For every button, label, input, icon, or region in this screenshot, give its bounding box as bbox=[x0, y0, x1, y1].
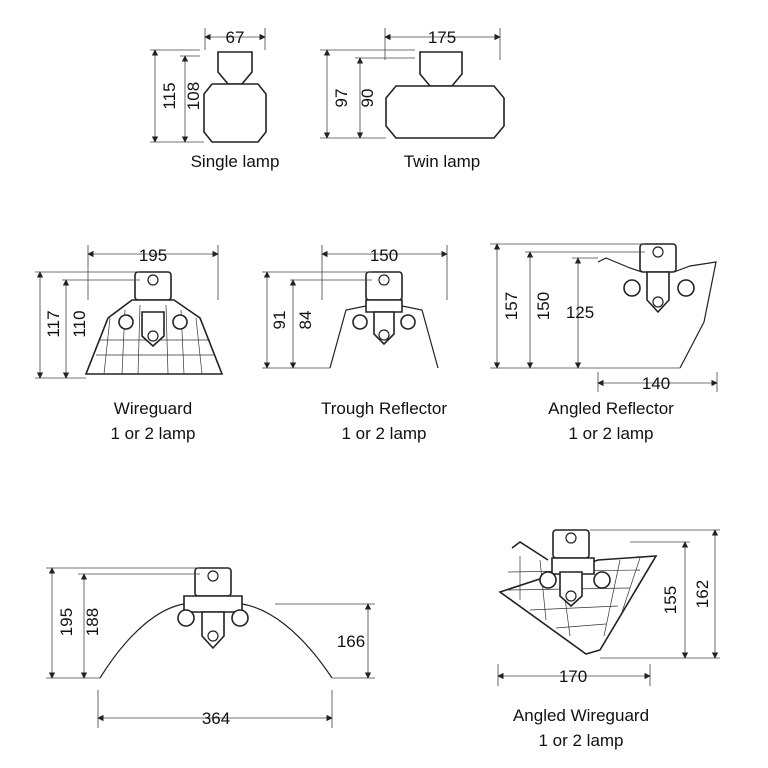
wide-reflector-drawing bbox=[46, 567, 375, 728]
angled-height-outer-label: 157 bbox=[502, 292, 521, 320]
twin-width-label: 175 bbox=[428, 28, 456, 47]
trough-height-outer-label: 91 bbox=[270, 311, 289, 330]
wide-height-inner-label: 188 bbox=[83, 608, 102, 636]
single-height-outer-label: 115 bbox=[160, 82, 179, 109]
trough-height-inner-label: 84 bbox=[296, 311, 315, 330]
twin-lamp-drawing bbox=[320, 28, 505, 139]
single-lamp-caption: Single lamp bbox=[191, 152, 280, 171]
wireguard-caption-line2: 1 or 2 lamp bbox=[110, 424, 195, 443]
wireguard-height-outer-label: 117 bbox=[44, 310, 63, 337]
angled-wireguard-drawing bbox=[497, 529, 720, 686]
trough-width-label: 150 bbox=[370, 246, 398, 265]
twin-height-outer-label: 97 bbox=[332, 89, 351, 108]
angled-caption-line1: Angled Reflector bbox=[548, 399, 674, 418]
wireguard-caption-line1: Wireguard bbox=[114, 399, 192, 418]
twin-lamp-caption: Twin lamp bbox=[404, 152, 481, 171]
angled-wireguard-caption-line1: Angled Wireguard bbox=[513, 706, 649, 725]
trough-reflector-drawing bbox=[262, 245, 448, 369]
angled-caption-line2: 1 or 2 lamp bbox=[568, 424, 653, 443]
angled-wireguard-height-outer-label: 162 bbox=[693, 580, 712, 608]
angled-wireguard-height-inner-label: 155 bbox=[661, 586, 680, 614]
wide-width-label: 364 bbox=[202, 709, 230, 728]
trough-caption-line2: 1 or 2 lamp bbox=[341, 424, 426, 443]
angled-width-label: 140 bbox=[642, 374, 670, 393]
single-width-label: 67 bbox=[226, 28, 245, 47]
twin-height-inner-label: 90 bbox=[358, 89, 377, 108]
wide-height-side-label: 166 bbox=[337, 632, 365, 651]
angled-reflector-drawing bbox=[490, 243, 718, 392]
single-lamp-drawing bbox=[150, 28, 267, 143]
wide-height-outer-label: 195 bbox=[57, 608, 76, 636]
angled-height-mid-label: 150 bbox=[534, 292, 553, 320]
single-height-inner-label: 108 bbox=[184, 82, 203, 110]
trough-caption-line1: Trough Reflector bbox=[321, 399, 447, 418]
wireguard-height-inner-label: 110 bbox=[70, 310, 89, 337]
angled-height-inner-label: 125 bbox=[566, 303, 594, 322]
wireguard-drawing bbox=[35, 245, 224, 379]
wireguard-width-label: 195 bbox=[139, 246, 167, 265]
angled-wireguard-caption-line2: 1 or 2 lamp bbox=[538, 731, 623, 750]
angled-wireguard-width-label: 170 bbox=[559, 667, 587, 686]
